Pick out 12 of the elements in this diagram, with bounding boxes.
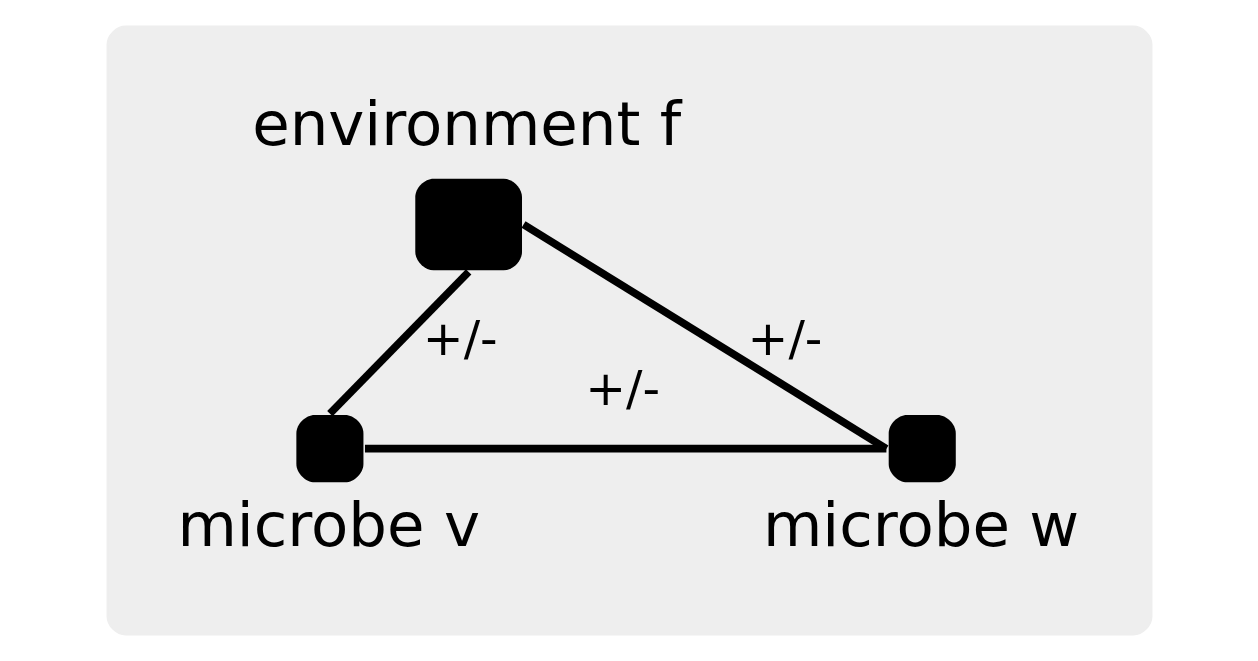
edge-label: +/- xyxy=(422,310,498,368)
connector xyxy=(364,444,886,453)
edge-label: +/- xyxy=(747,310,822,368)
node-box xyxy=(295,415,363,483)
node-box xyxy=(888,415,956,483)
connector xyxy=(326,269,471,417)
node-box xyxy=(414,178,522,271)
edge-label: +/- xyxy=(584,360,660,418)
node-label: microbe v xyxy=(176,489,480,561)
node-label: microbe w xyxy=(762,489,1079,561)
cluster xyxy=(106,25,1152,636)
node-label: environment f xyxy=(251,88,681,160)
